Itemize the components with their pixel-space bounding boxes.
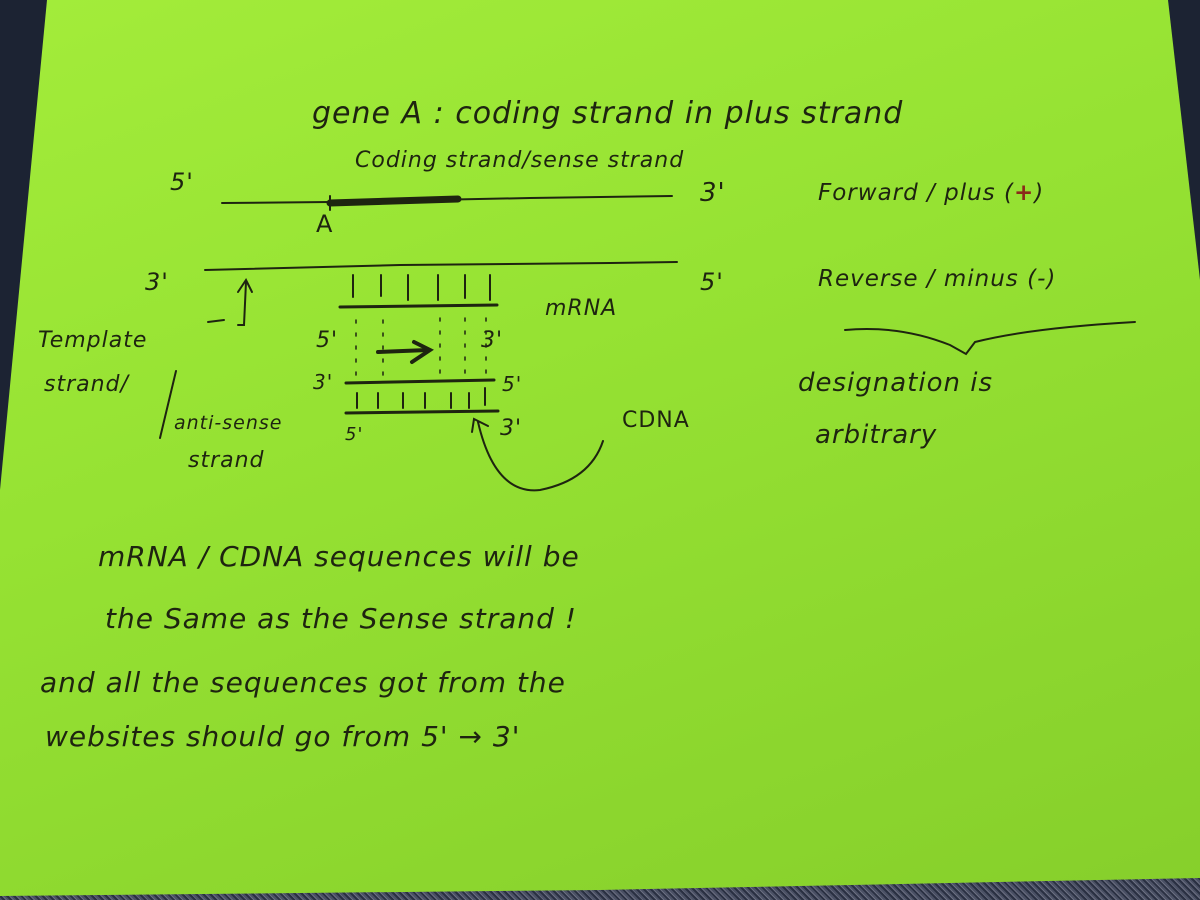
antisense-strand-label: strand [188,448,265,473]
template-label: Template [38,328,148,353]
mrna-line [338,303,499,309]
forward-plus-label: Forward / plus (+) [818,180,1044,206]
plus-symbol: + [1013,180,1035,206]
coding-strand-label: Coding strand/sense strand [355,148,685,173]
designation-note-line1: designation is [798,368,994,398]
template-pointer-arrow [237,281,247,326]
top-strand-3prime: 3' [700,178,726,208]
curly-brace [844,321,1136,356]
top-strand-5prime: 5' [170,168,194,196]
template-mrna-ticks [352,274,491,301]
cdna-upper-3prime: 3' [313,370,334,394]
transcription-direction-arrow [376,348,430,354]
cdna-lower-5prime: 5' [345,424,364,445]
mrna-label: mRNA [545,296,618,321]
cdna-curved-arrow [477,421,604,492]
template-strand-line [204,261,678,271]
cdna-label: CDNA [622,408,690,433]
forward-label-text: Forward / plus ( [818,180,1014,206]
designation-note-line2: arbitrary [815,420,938,450]
forward-close-paren: ) [1034,180,1045,206]
mrna-5prime: 5' [316,328,339,353]
conclusion-line-2: the Same as the Sense strand ! [105,602,578,635]
conclusion-line-4: websites should go from 5' → 3' [45,720,521,753]
antisense-label: anti-sense [174,412,283,434]
cdna-upper-5prime: 5' [502,372,523,396]
cdna-upper-line [344,378,496,385]
note-title: gene A : coding strand in plus strand [312,96,904,131]
conclusion-line-1: mRNA / CDNA sequences will be [98,540,580,573]
bottom-strand-5prime: 5' [700,268,724,296]
cdna-lower-3prime: 3' [500,416,523,441]
cdna-ticks [356,387,486,409]
reverse-minus-label: Reverse / minus (-) [818,266,1057,292]
mrna-3prime: 3' [481,328,504,353]
gene-a-region [326,195,462,207]
cdna-lower-line [344,409,500,415]
bottom-strand-3prime: 3' [145,268,169,296]
conclusion-line-3: and all the sequences got from the [40,666,566,699]
gene-a-marker: A [316,210,334,238]
template-strand-label: strand/ [44,372,129,397]
dotted-guides [355,317,487,379]
